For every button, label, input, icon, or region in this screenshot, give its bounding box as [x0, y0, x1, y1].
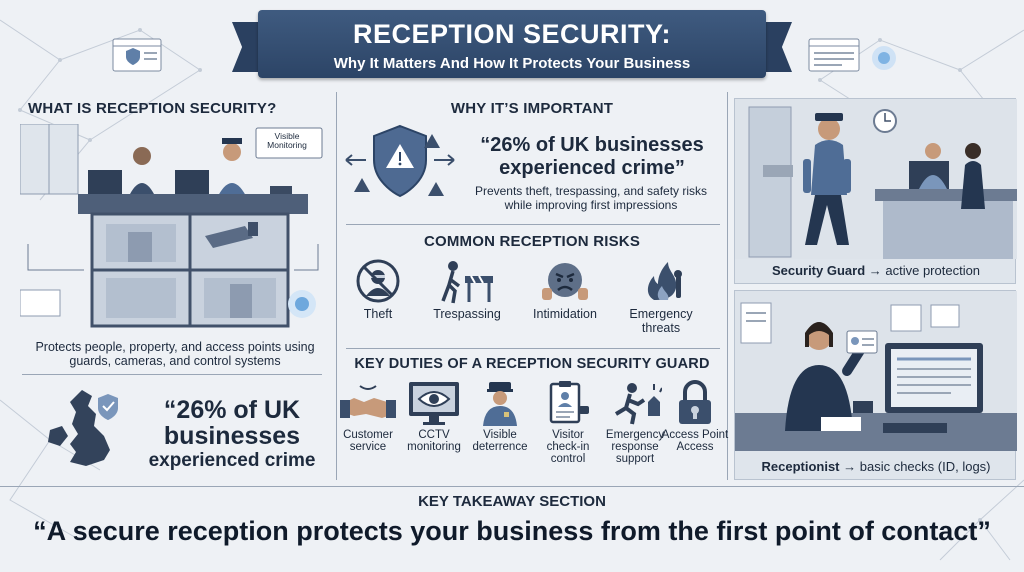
duties-title: KEY DUTIES OF A RECEPTION SECURITY GUARD	[354, 356, 710, 372]
duty-cctv: CCTV monitoring	[400, 380, 468, 453]
lock-icon	[679, 380, 711, 424]
intimidation-icon	[542, 263, 588, 300]
duty-emergency-response: Emergency response support	[601, 380, 669, 465]
why-important-title: WHY IT’S IMPORTANT	[450, 100, 614, 117]
emergency-icon	[647, 262, 682, 300]
divider-right	[727, 92, 728, 480]
running-icon	[614, 383, 662, 425]
receptionist-caption-bold: Receptionist	[761, 459, 840, 474]
receptionist-caption: Receptionist → basic checks (ID, logs)	[735, 459, 1017, 474]
risk-label: Intimidation	[533, 307, 597, 321]
uk-stat-line3: experienced crime	[148, 450, 316, 471]
glow-dot-icon	[872, 46, 896, 70]
receptionist-photo-panel: Receptionist → basic checks (ID, logs)	[734, 290, 1017, 480]
theft-icon	[356, 259, 400, 303]
duty-label: Emergency response support	[605, 429, 665, 466]
risks-title: COMMON RECEPTION RISKS	[423, 233, 641, 250]
what-is-description: Protects people, property, and access po…	[35, 340, 315, 369]
page-subtitle: Why It Matters And How It Protects Your …	[333, 55, 691, 72]
visible-monitoring-sign: Visible Monitoring	[267, 131, 307, 151]
browser-window-icon	[808, 38, 860, 72]
page-title: RECEPTION SECURITY:	[352, 19, 672, 49]
receptionist-caption-rest: → basic checks (ID, logs)	[843, 459, 991, 474]
duty-customer-service: Customer service	[334, 380, 402, 453]
risk-label: Emergency threats	[629, 307, 693, 335]
risk-theft: Theft	[333, 258, 423, 322]
why-description-line2: while improving first impressions	[504, 198, 678, 212]
guard-caption-rest: → active protection	[868, 263, 981, 278]
guard-caption: Security Guard → active protection	[735, 263, 1017, 278]
why-quote-line2: experienced crime”	[499, 157, 685, 179]
warning-shield-icon	[345, 124, 455, 198]
guard-caption-bold: Security Guard	[771, 263, 866, 278]
reception-desk-illustration	[20, 124, 323, 328]
browser-shield-icon	[112, 38, 162, 72]
uk-map-icon	[48, 390, 118, 466]
duty-label: CCTV monitoring	[407, 429, 461, 454]
trespassing-icon	[441, 261, 493, 304]
handshake-icon	[340, 385, 396, 418]
receptionist-illustration	[735, 291, 1017, 451]
duty-access-point: Access Point Access	[661, 380, 729, 453]
duty-label: Customer service	[343, 429, 393, 454]
why-description-line1: Prevents theft, trespassing, and safety …	[474, 184, 708, 198]
security-guard-illustration	[735, 99, 1017, 259]
guard-photo-panel: Security Guard → active protection	[734, 98, 1017, 284]
risk-intimidation: Intimidation	[520, 258, 610, 322]
what-is-title: WHAT IS RECEPTION SECURITY?	[28, 100, 277, 117]
risk-trespassing: Trespassing	[422, 258, 512, 322]
clipboard-icon	[549, 381, 589, 424]
duty-deterrence: Visible deterrence	[466, 380, 534, 453]
duty-visitor-checkin: Visitor check-in control	[534, 380, 602, 465]
uk-stat-line1: “26% of UK	[163, 396, 301, 424]
duty-label: Access Point Access	[661, 429, 729, 454]
divider-mid-2	[346, 348, 720, 349]
why-quote-line1: “26% of UK businesses	[480, 134, 704, 156]
risk-emergency: Emergency threats	[616, 258, 706, 336]
takeaway-title: KEY TAKEAWAY SECTION	[418, 493, 606, 510]
risk-label: Trespassing	[433, 307, 501, 321]
divider-bottom	[0, 486, 1024, 487]
guard-icon	[483, 382, 517, 426]
duty-label: Visitor check-in control	[546, 429, 590, 466]
monitor-eye-icon	[409, 382, 459, 425]
divider-left	[336, 92, 337, 480]
uk-stat-line2: businesses	[163, 422, 301, 450]
divider-left-inner	[22, 374, 322, 375]
risk-label: Theft	[363, 307, 393, 321]
divider-mid-1	[346, 224, 720, 225]
takeaway-quote: “A secure reception protects your busine…	[33, 516, 991, 546]
duty-label: Visible deterrence	[472, 429, 528, 454]
title-banner: RECEPTION SECURITY: Why It Matters And H…	[258, 10, 766, 78]
